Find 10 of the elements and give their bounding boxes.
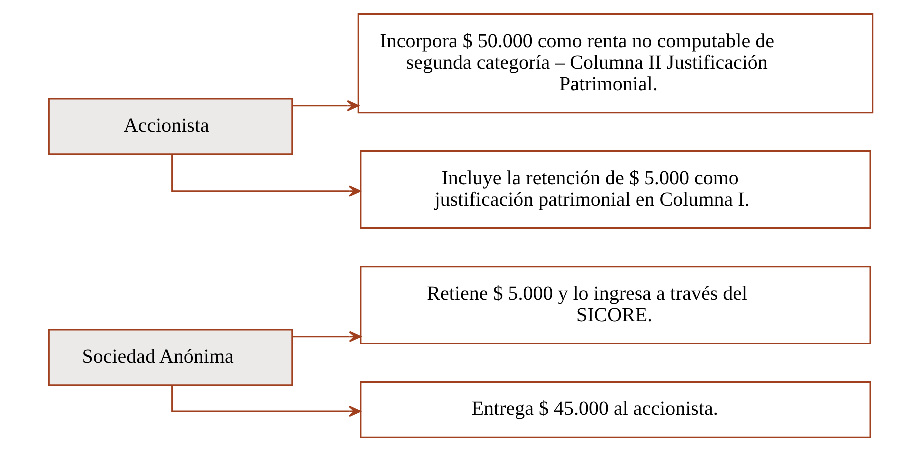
arrow [171,386,361,418]
node-box: Entrega $ 45.000 al accionista. [360,382,871,438]
node-box: Accionista [48,98,293,156]
arrow [171,154,361,197]
arrow [292,100,359,112]
node-box: Incorpora $ 50.000 como renta no computable de segunda categoría – Columna II Justificación Patrimonial. [357,14,874,114]
node-box: Retiene $ 5.000 y lo ingresa a través del SICORE. [360,266,871,345]
arrow [292,331,361,342]
node-box: Incluye la retención de $ 5.000 como justificación patrimonial en Columna I. [360,150,871,230]
node-box: Sociedad Anónima [48,329,293,386]
